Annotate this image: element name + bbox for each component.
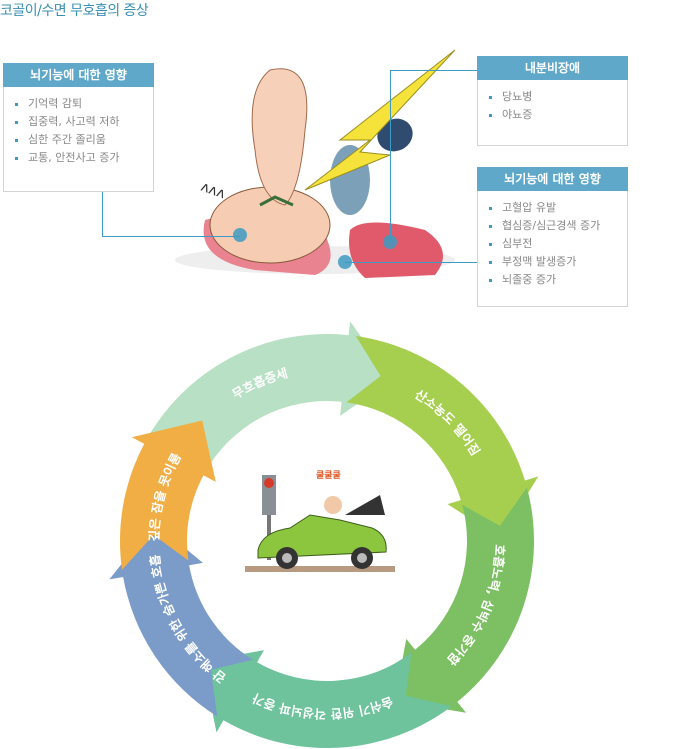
cardio-box: 뇌기능에 대한 영향 고혈압 유발 협심증/심근경색 증가 심부전 부정맥 발생… bbox=[477, 167, 628, 307]
list-item: 당뇨병 bbox=[488, 88, 627, 106]
zzz-mark: ʌʌʌ bbox=[199, 179, 228, 203]
snoring-illustration: ʌʌʌ bbox=[165, 30, 485, 280]
lightning-bolt bbox=[304, 49, 456, 191]
list-item: 야뇨증 bbox=[488, 106, 627, 124]
connector-endocrine-v bbox=[390, 70, 391, 242]
cycle-arrow-2 bbox=[346, 336, 539, 538]
box-header: 뇌기능에 대한 영향 bbox=[3, 63, 154, 87]
list-item: 심부전 bbox=[488, 235, 627, 253]
cycle-arrow-4 bbox=[202, 650, 452, 748]
page-title: 코골이/수면 무호흡의 증상 bbox=[0, 3, 149, 19]
box-header: 내분비장애 bbox=[477, 56, 628, 80]
cycle-arrow-1 bbox=[144, 321, 392, 476]
connector-brain-h bbox=[102, 236, 240, 237]
list-item: 부정맥 발생증가 bbox=[488, 253, 627, 271]
list-item: 뇌졸중 증가 bbox=[488, 271, 627, 289]
list-item: 집중력, 사고력 저하 bbox=[14, 113, 153, 131]
cycle-arrow-6 bbox=[120, 420, 216, 570]
rope bbox=[259, 195, 294, 207]
pillow-right bbox=[349, 222, 443, 278]
car-illustration: 쿨쿨쿨 bbox=[245, 470, 395, 572]
connector-cardio bbox=[345, 262, 478, 263]
connector-brain bbox=[102, 190, 103, 236]
list-item: 교통, 안전사고 증가 bbox=[14, 149, 153, 167]
cycle-arrow-5 bbox=[109, 522, 253, 717]
cycle-arrow-3 bbox=[394, 487, 534, 713]
clock bbox=[377, 118, 413, 152]
giant-nose bbox=[251, 68, 308, 206]
endocrine-dot bbox=[383, 235, 397, 249]
endocrine-box: 내분비장애 당뇨병 야뇨증 bbox=[477, 56, 628, 146]
list-item: 기억력 감퇴 bbox=[14, 95, 153, 113]
brain-dot bbox=[233, 228, 247, 242]
list-item: 심한 주간 졸리움 bbox=[14, 131, 153, 149]
connector-endocrine bbox=[390, 70, 478, 71]
brain-effects-box: 뇌기능에 대한 영향 기억력 감퇴 집중력, 사고력 저하 심한 주간 졸리움 … bbox=[3, 63, 154, 192]
list-item: 협심증/심근경색 증가 bbox=[488, 217, 627, 235]
list-item: 고혈압 유발 bbox=[488, 199, 627, 217]
box-header: 뇌기능에 대한 영향 bbox=[477, 167, 628, 191]
snore-sound: 쿨쿨쿨 bbox=[316, 470, 341, 481]
